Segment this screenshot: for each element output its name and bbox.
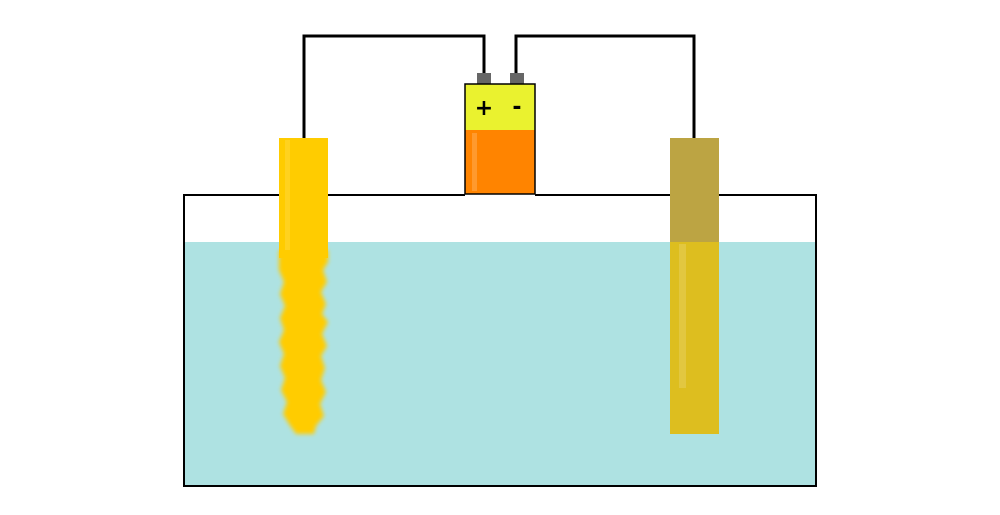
anode-highlight <box>285 140 290 250</box>
negative-symbol: - <box>512 95 521 120</box>
battery-highlight <box>472 133 477 191</box>
negative-terminal <box>510 73 524 84</box>
anode-upper <box>279 138 328 258</box>
battery-outline <box>464 83 536 195</box>
cathode-highlight <box>679 244 686 388</box>
cathode-dry-part <box>670 138 719 242</box>
container-outline <box>183 194 817 487</box>
positive-symbol: + <box>475 96 493 121</box>
anode-corroded-part <box>279 250 328 434</box>
anode-electrode <box>279 138 328 434</box>
wire-left <box>302 34 486 138</box>
battery: + - <box>464 73 536 195</box>
cathode-plated-part <box>670 242 719 434</box>
positive-terminal <box>477 73 491 84</box>
cathode-electrode <box>670 138 719 434</box>
battery-body <box>465 130 535 194</box>
wire-right <box>514 34 696 138</box>
electrolyte <box>184 242 816 486</box>
battery-top <box>465 84 535 130</box>
